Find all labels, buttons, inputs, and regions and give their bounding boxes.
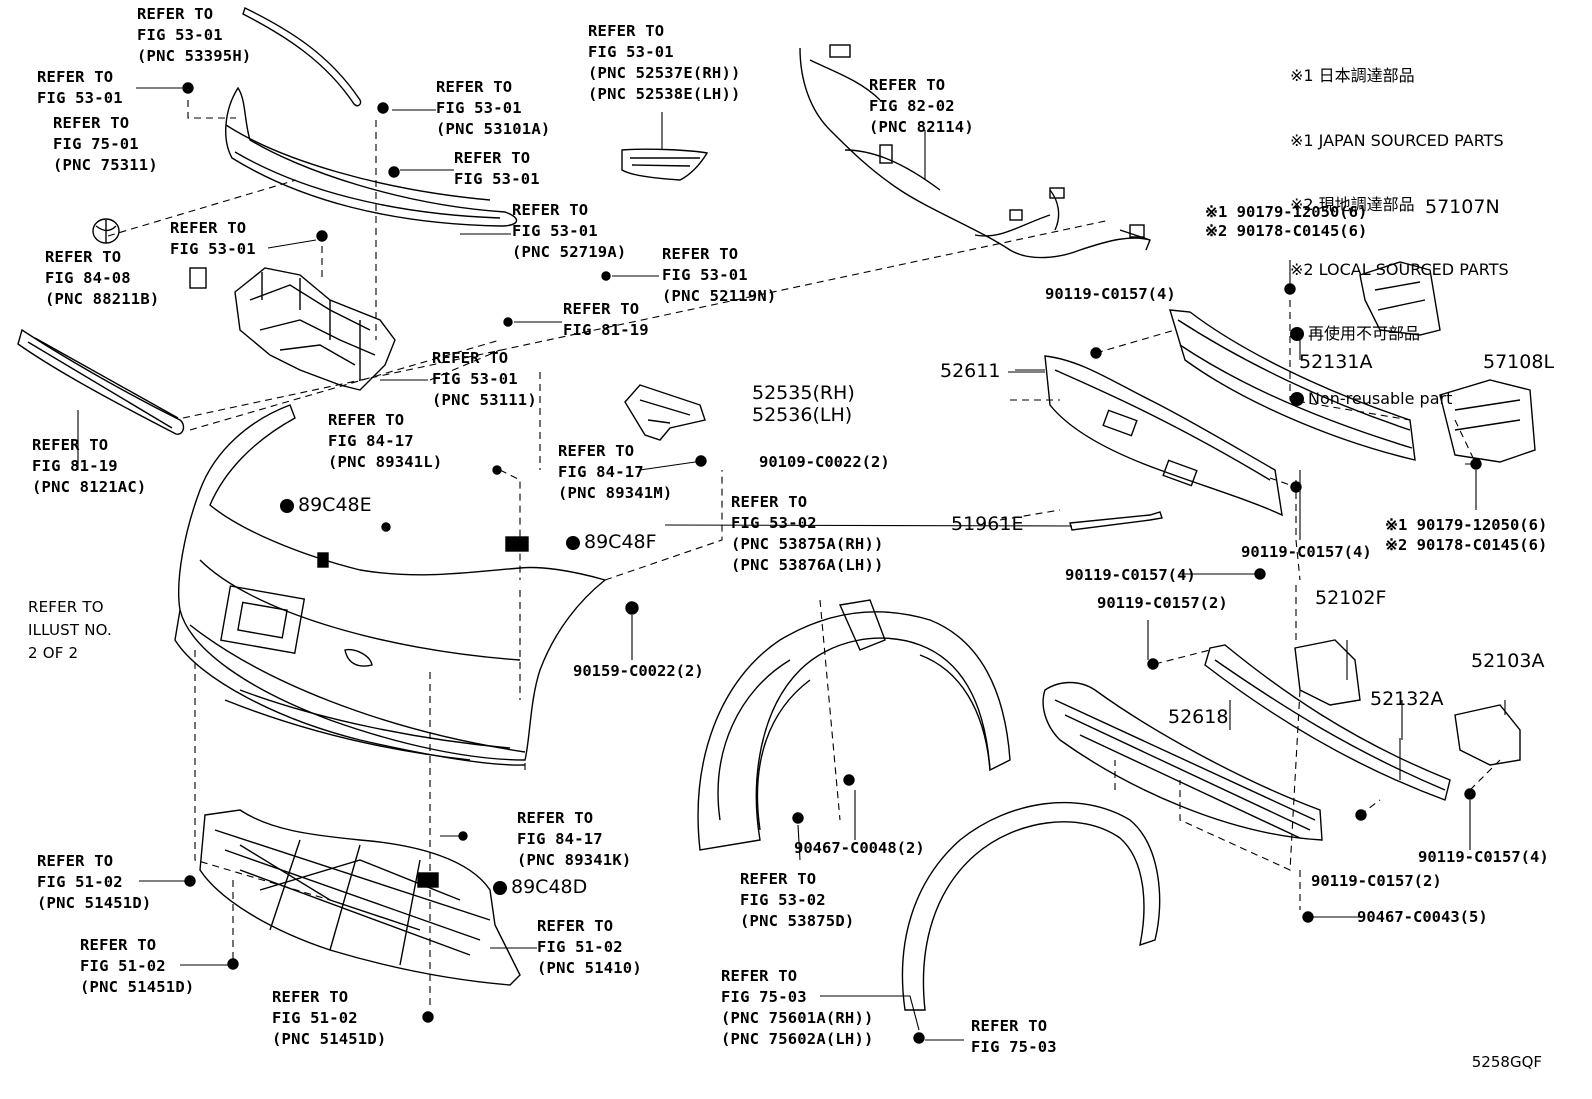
bolt-90109[interactable]: 90109-C0022(2): [759, 453, 890, 471]
lower-bracket-side: [1454, 704, 1521, 766]
wheel-arch-molding: [901, 801, 1161, 1011]
bolt-90178-b[interactable]: ※2 90178-C0145(6): [1385, 536, 1548, 554]
fender-liner: [697, 599, 1011, 851]
part-89C48D[interactable]: 89C48D: [493, 876, 587, 898]
bolt-90119-4[interactable]: 90119-C0157(2): [1097, 594, 1228, 612]
part-52102F[interactable]: 52102F: [1315, 587, 1387, 609]
bolt-90178-a[interactable]: ※2 90178-C0145(6): [1205, 222, 1368, 240]
leader-lines: [77, 87, 1506, 1041]
part-89C48E[interactable]: 89C48E: [280, 494, 372, 516]
part-57108L[interactable]: 57108L: [1483, 351, 1555, 373]
part-52536[interactable]: 52536(LH): [752, 404, 853, 426]
lower-reinforcement: [1204, 644, 1451, 801]
upper-grille-garnish: [225, 86, 518, 227]
wire-harness: [799, 44, 1151, 259]
lower-absorber: [1042, 681, 1323, 841]
bolt-90119-6[interactable]: 90119-C0157(2): [1311, 872, 1442, 890]
part-52611[interactable]: 52611: [940, 360, 1001, 382]
energy-absorber: [1044, 355, 1283, 517]
legend-local-jp: ※2 現地調達部品: [1290, 195, 1415, 214]
nonreusable-dot-icon: [1290, 391, 1304, 406]
clip-90467-a[interactable]: 90467-C0048(2): [794, 839, 925, 857]
upper-trim-strip: [242, 7, 362, 107]
nonreusable-dot-icon: [1290, 327, 1304, 341]
nonreusable-dot-icon: [280, 499, 294, 513]
bumper-reinforcement: [1169, 309, 1416, 461]
side-marker-lamp: [621, 148, 709, 181]
bolt-90119-3[interactable]: 90119-C0157(4): [1065, 566, 1196, 584]
illustration-code: 5258GQF: [1471, 1053, 1542, 1071]
bolt-90179-b[interactable]: ※1 90179-12050(6): [1385, 516, 1548, 534]
legend-nonreusable-en: Non-reusable part: [1290, 388, 1509, 410]
nonreusable-dot-icon: [566, 536, 580, 550]
part-57107N[interactable]: 57107N: [1425, 196, 1500, 218]
part-52131A[interactable]: 52131A: [1299, 351, 1373, 373]
nonreusable-dot-icon: [493, 881, 507, 895]
bolt-90119-2[interactable]: 90119-C0157(4): [1241, 543, 1372, 561]
crash-box-upper: [1359, 261, 1441, 336]
part-52103A[interactable]: 52103A: [1471, 650, 1545, 672]
legend-nonreusable-jp: 再使用不可部品: [1290, 323, 1509, 345]
legend-japan-en: ※1 JAPAN SOURCED PARTS: [1290, 130, 1504, 150]
grille-bracket: [189, 267, 396, 391]
cable-rod: [1069, 511, 1163, 531]
part-89C48F[interactable]: 89C48F: [566, 531, 657, 553]
bolt-90119-1[interactable]: 90119-C0157(4): [1045, 285, 1176, 303]
legend-japan-jp: ※1 日本調達部品: [1290, 66, 1415, 85]
lower-grille-strip: [17, 328, 185, 435]
emblem: [92, 218, 120, 244]
legend: ※1 日本調達部品 ※1 JAPAN SOURCED PARTS ※2 現地調達…: [1290, 22, 1509, 452]
front-bumper-cover: [174, 404, 607, 766]
lower-bracket-right: [1294, 639, 1361, 706]
part-52535[interactable]: 52535(RH): [752, 382, 855, 404]
engine-under-cover: [199, 809, 521, 986]
part-51961E[interactable]: 51961E: [951, 513, 1024, 535]
clip-90467-b[interactable]: 90467-C0043(5): [1357, 908, 1488, 926]
bolt-90179-a[interactable]: ※1 90179-12050(6): [1205, 203, 1368, 221]
part-52618[interactable]: 52618: [1168, 706, 1229, 728]
legend-local-en: ※2 LOCAL SOURCED PARTS: [1290, 259, 1509, 279]
crash-box-side: [1439, 379, 1536, 463]
part-52132A[interactable]: 52132A: [1370, 688, 1444, 710]
bumper-side-bracket: [624, 384, 706, 441]
bolt-90159[interactable]: 90159-C0022(2): [573, 662, 704, 680]
bolt-90119-5[interactable]: 90119-C0157(4): [1418, 848, 1549, 866]
